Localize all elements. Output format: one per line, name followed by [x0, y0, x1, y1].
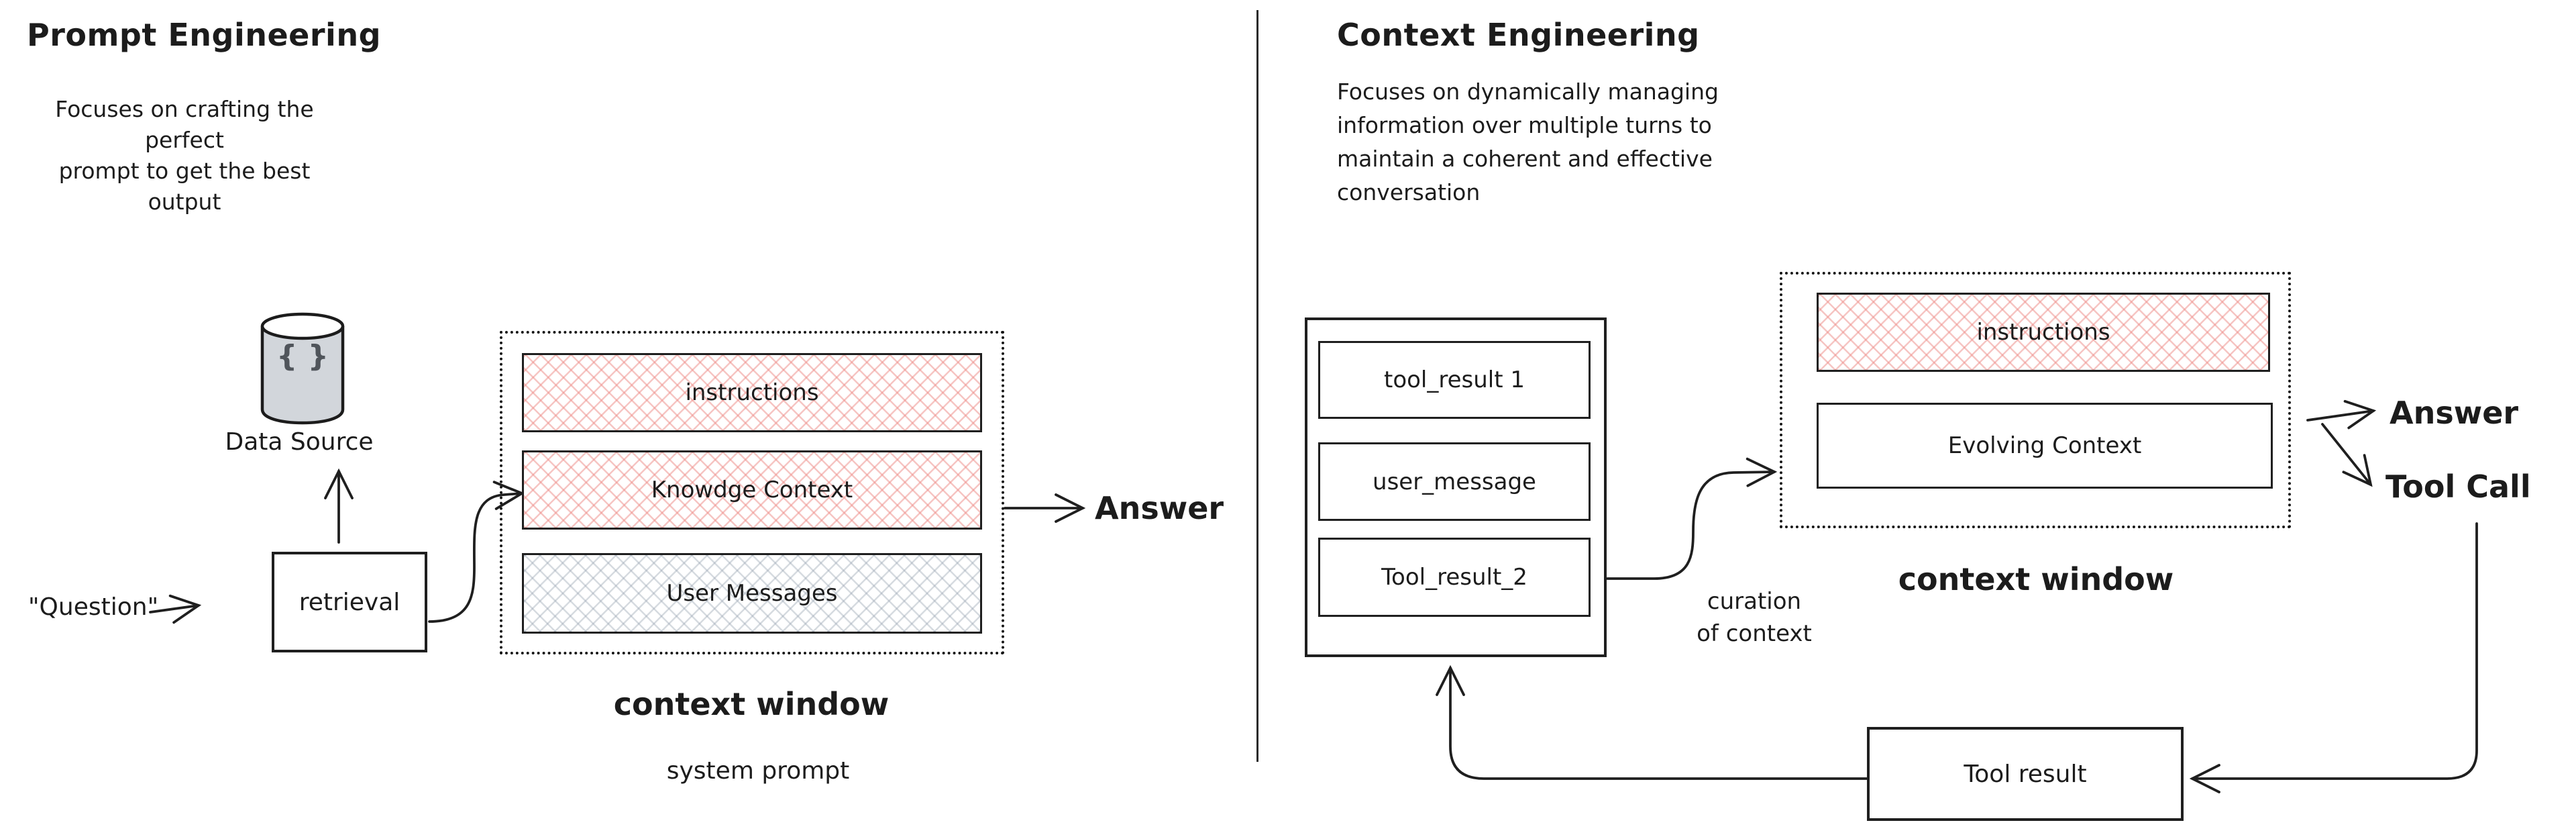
subtitle-line: maintain a coherent and effective — [1337, 146, 1713, 172]
subtitle-line: prompt to get the best output — [58, 158, 311, 215]
tool-result-2-box: Tool_result_2 — [1318, 538, 1591, 617]
user-message-box: user_message — [1318, 442, 1591, 521]
context-window-caption-left: context window — [613, 686, 890, 722]
evolving-context-box: Evolving Context — [1817, 403, 2273, 489]
system-prompt-caption: system prompt — [666, 757, 850, 785]
curation-of-context-label: curation of context — [1677, 585, 1831, 650]
retrieval-label: retrieval — [299, 588, 400, 616]
context-window-right — [1780, 272, 2291, 528]
tool-result-1-label: tool_result 1 — [1383, 366, 1525, 393]
curation-line: of context — [1697, 620, 1812, 647]
instructions-label: instructions — [685, 379, 819, 406]
curation-line: curation — [1707, 588, 1802, 615]
tool-result-label: Tool result — [1964, 760, 2087, 788]
question-to-retrieval-arrow — [149, 594, 202, 624]
user-messages-box: User Messages — [522, 553, 982, 634]
subtitle-line: Focuses on dynamically managing — [1337, 79, 1719, 105]
tool-result-box: Tool result — [1867, 727, 2184, 821]
knowledge-context-label: Knowdge Context — [651, 477, 853, 503]
user-messages-label: User Messages — [666, 580, 838, 607]
prompt-engineering-title: Prompt Engineering — [27, 17, 382, 53]
retrieval-to-window-connector — [428, 481, 525, 623]
context-engineering-title: Context Engineering — [1337, 17, 1700, 53]
toolresult-to-stack-connector — [1436, 665, 1868, 780]
context-window-left — [500, 331, 1004, 654]
data-source-cylinder-icon — [257, 310, 348, 426]
tool-call-label: Tool Call — [2385, 469, 2531, 505]
subtitle-line: Focuses on crafting the perfect — [55, 96, 314, 153]
panel-divider — [1256, 10, 1258, 762]
instructions-box-left: instructions — [522, 353, 982, 432]
instructions-label: instructions — [1976, 319, 2110, 346]
context-engineering-subtitle: Focuses on dynamically managing informat… — [1337, 75, 1780, 209]
answer-label-right: Answer — [2390, 395, 2519, 431]
tool-result-1-box: tool_result 1 — [1318, 341, 1591, 419]
braces-icon: { } — [276, 339, 329, 373]
data-source-label: Data Source — [225, 428, 374, 456]
toolcall-to-toolresult-connector — [2189, 522, 2478, 793]
user-message-label: user_message — [1373, 468, 1536, 495]
knowledge-context-box: Knowdge Context — [522, 450, 982, 530]
curation-connector — [1606, 457, 1778, 580]
subtitle-line: conversation — [1337, 179, 1481, 205]
question-label: "Question" — [28, 593, 159, 621]
answer-label-left: Answer — [1095, 490, 1224, 526]
instructions-box-right: instructions — [1817, 293, 2270, 372]
window-to-answer-arrow-right — [2306, 399, 2377, 430]
tool-result-2-label: Tool_result_2 — [1381, 564, 1527, 591]
window-to-toolcall-arrow — [2321, 423, 2373, 487]
prompt-engineering-subtitle: Focuses on crafting the perfect prompt t… — [27, 94, 342, 217]
context-window-caption-right: context window — [1898, 561, 2174, 597]
retrieval-box: retrieval — [272, 552, 427, 652]
evolving-context-label: Evolving Context — [1947, 432, 2142, 459]
subtitle-line: information over multiple turns to — [1337, 112, 1712, 138]
